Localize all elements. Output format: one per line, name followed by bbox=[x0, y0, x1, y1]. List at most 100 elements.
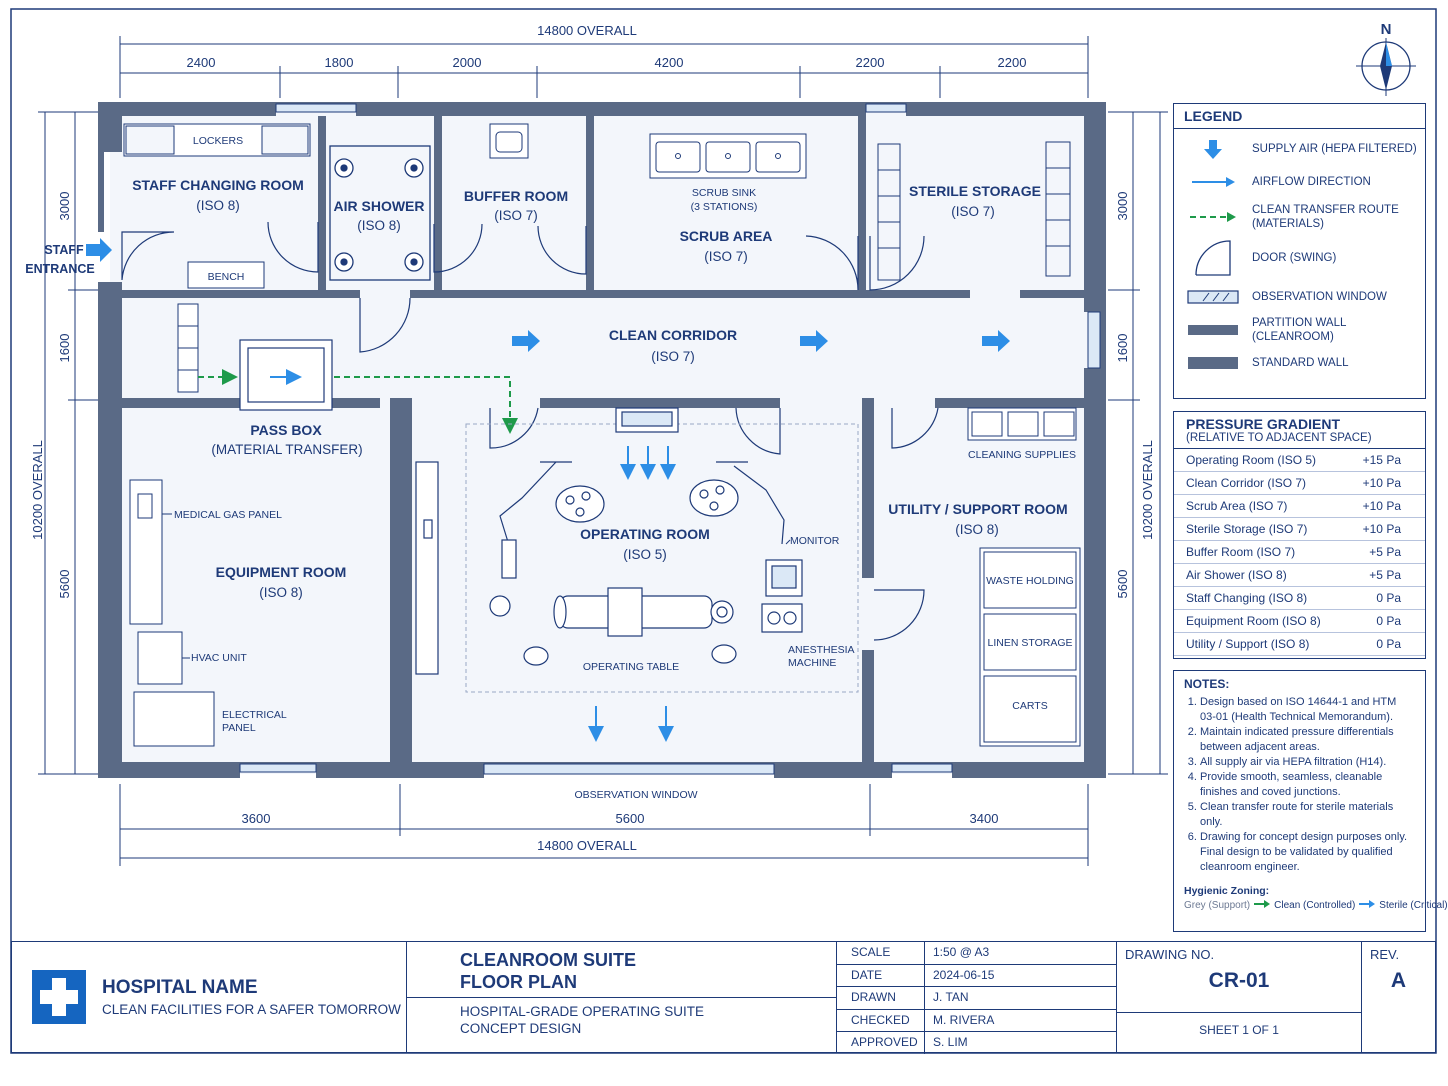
dim-top-2: 1800 bbox=[325, 55, 354, 70]
monitor-label: MONITOR bbox=[790, 535, 840, 547]
legend-item-door: DOOR (SWING) bbox=[1174, 236, 1425, 280]
anesthesia-label-2: MACHINE bbox=[788, 657, 836, 669]
legend-label: CLEAN TRANSFER ROUTE bbox=[1252, 204, 1399, 216]
drawing-number-cell: DRAWING NO. CR-01 SHEET 1 OF 1 bbox=[1117, 942, 1362, 1052]
revision-cell: REV. A bbox=[1362, 942, 1435, 1052]
pressure-space: Clean Corridor (ISO 7) bbox=[1186, 476, 1307, 490]
cleaning-supplies-label: CLEANING SUPPLIES bbox=[968, 449, 1076, 461]
sheet-label: SHEET 1 OF 1 bbox=[1117, 1012, 1361, 1037]
pressure-value: 0 Pa bbox=[1376, 591, 1401, 605]
legend-item-window: OBSERVATION WINDOW bbox=[1174, 280, 1425, 313]
legend-panel: LEGEND SUPPLY AIR (HEPA FILTERED) AIRFLO… bbox=[1173, 103, 1426, 399]
meta-key: DRAWN bbox=[837, 987, 925, 1009]
lockers-icon bbox=[123, 123, 311, 157]
drawing-number: CR-01 bbox=[1208, 969, 1270, 992]
pressure-row: Utility / Support (ISO 8)0 Pa bbox=[1174, 633, 1425, 656]
pass-box-sub: (MATERIAL TRANSFER) bbox=[211, 442, 362, 457]
airflow-direction-icon bbox=[1174, 176, 1252, 188]
dim-bottom-2: 5600 bbox=[616, 811, 645, 826]
clean-route-path bbox=[334, 376, 518, 434]
scrub-area-iso: (ISO 7) bbox=[704, 249, 748, 264]
pressure-row: Sterile Storage (ISO 7)+10 Pa bbox=[1174, 518, 1425, 541]
bench-icon bbox=[187, 261, 265, 289]
pressure-space: Air Shower (ISO 8) bbox=[1186, 568, 1287, 582]
dim-bottom-3: 3400 bbox=[970, 811, 999, 826]
note-item: All supply air via HEPA filtration (H14)… bbox=[1200, 755, 1415, 770]
entrance-arrow-icon bbox=[86, 238, 112, 262]
dim-top-6: 2200 bbox=[998, 55, 1027, 70]
pressure-space: Staff Changing (ISO 8) bbox=[1186, 591, 1308, 605]
utility-room-name: UTILITY / SUPPORT ROOM bbox=[888, 501, 1067, 517]
legend-label: DOOR (SWING) bbox=[1252, 252, 1337, 264]
linen-storage-label: LINEN STORAGE bbox=[988, 637, 1073, 649]
pressure-row: Air Shower (ISO 8)+5 Pa bbox=[1174, 564, 1425, 587]
dim-top-5: 2200 bbox=[856, 55, 885, 70]
partition-wall-icon bbox=[1174, 324, 1252, 336]
dim-right-1: 3000 bbox=[1115, 192, 1130, 221]
zoning-row: Grey (Support) Clean (Controlled) Steril… bbox=[1174, 899, 1448, 912]
meta-value: J. TAN bbox=[933, 990, 969, 1004]
staff-changing-room-name: STAFF CHANGING ROOM bbox=[132, 177, 304, 193]
lockers-label: LOCKERS bbox=[193, 135, 243, 147]
observation-window-label: OBSERVATION WINDOW bbox=[574, 789, 697, 801]
zone-sterile: Sterile (Critical) bbox=[1379, 900, 1448, 911]
legend-item-standard-wall: STANDARD WALL bbox=[1174, 346, 1425, 379]
clean-corridor-iso: (ISO 7) bbox=[651, 349, 695, 364]
org-name: HOSPITAL NAME bbox=[102, 977, 258, 998]
dim-right-2: 1600 bbox=[1115, 334, 1130, 363]
sheet-border bbox=[10, 8, 1437, 1054]
legend-label: SUPPLY AIR (HEPA FILTERED) bbox=[1252, 142, 1417, 155]
zone-clean: Clean (Controlled) bbox=[1274, 900, 1356, 911]
title-block: HOSPITAL NAME CLEAN FACILITIES FOR A SAF… bbox=[11, 941, 1436, 1054]
pressure-row: Clean Corridor (ISO 7)+10 Pa bbox=[1174, 472, 1425, 495]
rev-label: REV. bbox=[1370, 947, 1400, 962]
overall-width-top: 14800 OVERALL bbox=[537, 23, 637, 38]
meta-key: SCALE bbox=[837, 942, 925, 964]
air-shower-nozzle-icons bbox=[329, 145, 431, 281]
electrical-label-2: PANEL bbox=[222, 722, 256, 734]
overall-height-left: 10200 OVERALL bbox=[30, 440, 45, 540]
pressure-row: Staff Changing (ISO 8) 0 Pa bbox=[1174, 587, 1425, 610]
meta-value: 1:50 @ A3 bbox=[933, 945, 990, 959]
meta-row: DRAWN J. TAN bbox=[837, 987, 1116, 1010]
electrical-label-1: ELECTRICAL bbox=[222, 709, 287, 721]
pressure-space: Scrub Area (ISO 7) bbox=[1186, 499, 1288, 513]
corridor-airflow-icons bbox=[512, 330, 1010, 352]
utility-room-iso: (ISO 8) bbox=[955, 522, 999, 537]
legend-item-supply-air: SUPPLY AIR (HEPA FILTERED) bbox=[1174, 132, 1425, 165]
note-item: Maintain indicated pressure differential… bbox=[1200, 725, 1415, 755]
medical-gas-label: MEDICAL GAS PANEL bbox=[174, 509, 282, 521]
notes-panel: NOTES: Design based on ISO 14644-1 and H… bbox=[1173, 670, 1448, 932]
overall-height-right: 10200 OVERALL bbox=[1140, 440, 1155, 540]
staff-changing-room-iso: (ISO 8) bbox=[196, 198, 240, 213]
anesthesia-label-1: ANESTHESIA bbox=[788, 644, 855, 656]
observation-window-icons bbox=[239, 103, 1101, 775]
meta-key: APPROVED bbox=[837, 1032, 925, 1054]
dim-right-3: 5600 bbox=[1115, 570, 1130, 599]
bench-label: BENCH bbox=[208, 271, 245, 283]
meta-key: DATE bbox=[837, 964, 925, 986]
supply-air-arrows bbox=[588, 446, 676, 742]
org-tagline: CLEAN FACILITIES FOR A SAFER TOMORROW bbox=[102, 1002, 401, 1017]
pressure-value: 0 Pa bbox=[1376, 614, 1401, 628]
legend-label: OBSERVATION WINDOW bbox=[1252, 290, 1387, 303]
pressure-row: Operating Room (ISO 5)+15 Pa bbox=[1174, 449, 1425, 472]
hospital-cross-logo-icon bbox=[32, 970, 86, 1024]
air-shower-iso: (ISO 8) bbox=[357, 218, 401, 233]
dimension-lines bbox=[38, 36, 1168, 866]
overall-width-bottom: 14800 OVERALL bbox=[537, 838, 637, 853]
shelving-icon bbox=[877, 141, 1071, 281]
clean-route-icon bbox=[1174, 211, 1252, 223]
observation-window-icon bbox=[1174, 289, 1252, 305]
pressure-space: Equipment Room (ISO 8) bbox=[1186, 614, 1321, 628]
dim-top-1: 2400 bbox=[187, 55, 216, 70]
meta-value: M. RIVERA bbox=[933, 1012, 995, 1027]
sterile-storage-iso: (ISO 7) bbox=[951, 204, 995, 219]
legend-label: PARTITION WALL (CLEANROOM) bbox=[1252, 316, 1346, 343]
door-swing-icon bbox=[1174, 238, 1252, 278]
dim-left-2: 1600 bbox=[57, 334, 72, 363]
waste-holding-label: WASTE HOLDING bbox=[986, 575, 1074, 587]
pass-box-icon bbox=[239, 339, 333, 411]
